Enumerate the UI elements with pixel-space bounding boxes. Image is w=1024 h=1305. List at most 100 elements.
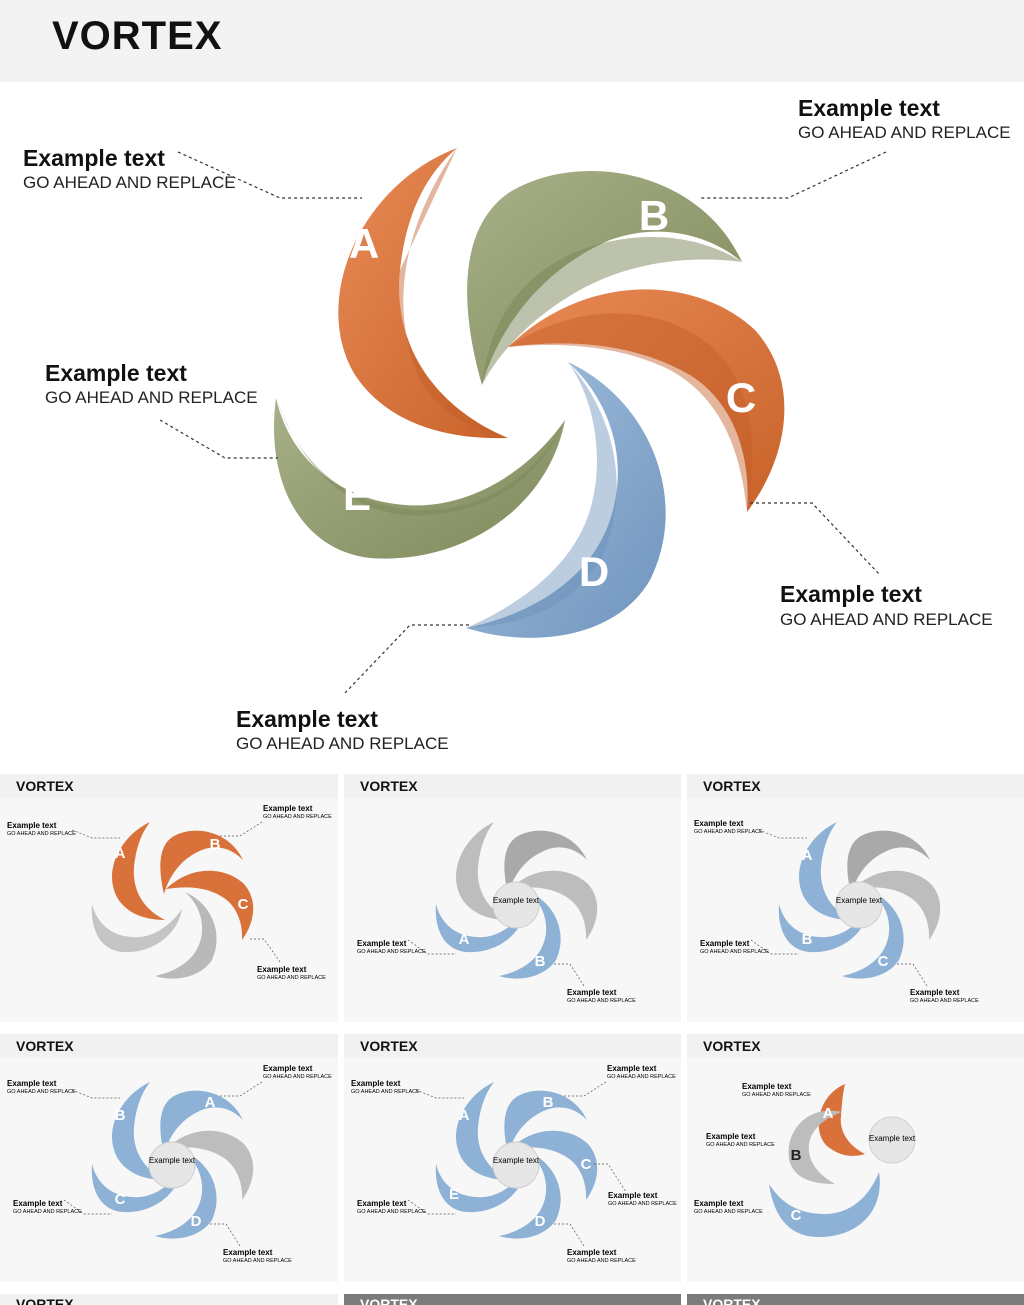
thumb-letter: C: [115, 1191, 126, 1208]
thumb-letter: A: [115, 845, 126, 862]
callout-sub: GO AHEAD AND REPLACE: [45, 388, 258, 407]
callout-sub: GO AHEAD AND REPLACE: [567, 1258, 636, 1264]
thumb-letter: D: [191, 1213, 202, 1230]
callout-top-right: Example text GO AHEAD AND REPLACE: [798, 95, 1011, 142]
thumb-letter: B: [210, 836, 221, 853]
callout-middle-left: Example text GO AHEAD AND REPLACE: [45, 360, 258, 407]
thumb-letter: C: [878, 953, 889, 970]
callout-heading: Example text: [607, 1064, 657, 1073]
thumbnail-diagram: Example text A B Example text GO AHEAD A…: [357, 822, 636, 1004]
thumb-letter: B: [543, 1094, 554, 1111]
callout-sub: GO AHEAD AND REPLACE: [700, 949, 769, 955]
thumbnail-7[interactable]: VORTEX: [0, 1294, 338, 1305]
callout-sub: GO AHEAD AND REPLACE: [798, 123, 1011, 142]
thumbnail-header: VORTEX: [687, 774, 1024, 798]
thumb-letter: A: [459, 931, 470, 948]
thumbnail-2[interactable]: VORTEX Example text A B Example text GO …: [344, 774, 681, 1022]
callout-heading: Example text: [742, 1082, 792, 1091]
thumbnail-header: VORTEX: [687, 1034, 1024, 1058]
callout-heading: Example text: [694, 1199, 744, 1208]
thumb-letter: B: [115, 1107, 126, 1124]
callout-sub: GO AHEAD AND REPLACE: [257, 975, 326, 981]
center-label: Example text: [149, 1156, 196, 1165]
callout-sub: GO AHEAD AND REPLACE: [223, 1258, 292, 1264]
callout-heading: Example text: [351, 1079, 401, 1088]
center-label: Example text: [493, 1156, 540, 1165]
hero-header: VORTEX: [0, 0, 1024, 82]
thumbnail-title: VORTEX: [703, 1296, 761, 1305]
thumbnail-4[interactable]: VORTEX Example text A B C D Example text…: [0, 1034, 338, 1282]
callout-bottom-center: Example text GO AHEAD AND REPLACE: [236, 706, 449, 753]
thumb-letter: B: [802, 931, 813, 948]
callout-heading: Example text: [798, 95, 940, 121]
callout-heading: Example text: [357, 939, 407, 948]
thumb-letter: C: [238, 896, 249, 913]
segment-a: A: [338, 148, 508, 439]
callout-sub: GO AHEAD AND REPLACE: [706, 1142, 775, 1148]
thumb-letter: B: [535, 953, 546, 970]
thumbnail-header: VORTEX: [687, 1294, 1024, 1305]
segment-e: E: [274, 398, 565, 559]
segment-letter-b: B: [639, 192, 669, 239]
callout-heading: Example text: [236, 706, 378, 732]
callout-heading: Example text: [23, 145, 165, 171]
center-label: Example text: [869, 1134, 916, 1143]
callout-heading: Example text: [706, 1132, 756, 1141]
segment-letter-a: A: [349, 220, 379, 267]
callout-heading: Example text: [257, 965, 307, 974]
thumbnail-title: VORTEX: [703, 778, 761, 794]
thumbnail-3[interactable]: VORTEX Example text A B C Example text G…: [687, 774, 1024, 1022]
callout-heading: Example text: [608, 1191, 658, 1200]
callout-heading: Example text: [567, 1248, 617, 1257]
thumbnail-8[interactable]: VORTEX: [344, 1294, 681, 1305]
callout-sub: GO AHEAD AND REPLACE: [694, 829, 763, 835]
callout-sub: GO AHEAD AND REPLACE: [23, 173, 236, 192]
callout-top-left: Example text GO AHEAD AND REPLACE: [23, 145, 236, 192]
thumb-letter: A: [823, 1105, 834, 1122]
thumbnail-diagram: Example text A B C Example text GO AHEAD…: [694, 1082, 916, 1238]
callout-sub: GO AHEAD AND REPLACE: [742, 1092, 811, 1098]
thumbnail-header: VORTEX: [344, 1294, 681, 1305]
callout-sub: GO AHEAD AND REPLACE: [608, 1201, 677, 1207]
thumb-letter: B: [791, 1147, 802, 1164]
callout-sub: GO AHEAD AND REPLACE: [910, 998, 979, 1004]
thumb-letter: A: [802, 847, 813, 864]
thumbnail-6[interactable]: VORTEX Example text A B C Example text G…: [687, 1034, 1024, 1282]
callout-sub: GO AHEAD AND REPLACE: [694, 1209, 763, 1215]
thumb-letter: D: [535, 1213, 546, 1230]
thumbnail-title: VORTEX: [360, 778, 418, 794]
callout-sub: GO AHEAD AND REPLACE: [236, 734, 449, 753]
callout-sub: GO AHEAD AND REPLACE: [357, 949, 426, 955]
callout-heading: Example text: [700, 939, 750, 948]
connector-lines: [159, 151, 887, 694]
callout-heading: Example text: [13, 1199, 63, 1208]
thumbnail-header: VORTEX: [0, 1294, 338, 1305]
callout-heading: Example text: [263, 804, 313, 813]
thumbnail-title: VORTEX: [16, 778, 74, 794]
callout-sub: GO AHEAD AND REPLACE: [13, 1209, 82, 1215]
hero-diagram-area: A B C D E: [0, 82, 1024, 766]
thumbnail-header: VORTEX: [344, 1034, 681, 1058]
thumbnail-title: VORTEX: [360, 1296, 418, 1305]
callout-heading: Example text: [7, 1079, 57, 1088]
segment-letter-c: C: [726, 374, 756, 421]
thumbnail-diagram: Example text A B C D E Example text GO A…: [351, 1064, 677, 1264]
thumb-letter: E: [449, 1186, 459, 1203]
thumbnail-9[interactable]: VORTEX: [687, 1294, 1024, 1305]
center-label: Example text: [493, 896, 540, 905]
thumbnail-title: VORTEX: [16, 1038, 74, 1054]
callout-bottom-right: Example text GO AHEAD AND REPLACE: [780, 581, 993, 629]
segment-b: B: [467, 171, 742, 385]
vortex-diagram: A B C D E: [23, 95, 1011, 753]
thumb-letter: A: [459, 1107, 470, 1124]
segment-c: C: [508, 289, 785, 512]
callout-heading: Example text: [45, 360, 187, 386]
callout-sub: GO AHEAD AND REPLACE: [7, 831, 76, 837]
thumbnail-diagram: A B C Example text GO AHEAD AND REPLACE …: [7, 804, 332, 981]
callout-sub: GO AHEAD AND REPLACE: [567, 998, 636, 1004]
thumb-letter: C: [791, 1207, 802, 1224]
callout-sub: GO AHEAD AND REPLACE: [780, 610, 993, 629]
thumbnail-5[interactable]: VORTEX Example text A B C D E Example te…: [344, 1034, 681, 1282]
thumbnail-1[interactable]: VORTEX A B C Example text GO AHEAD AND R…: [0, 774, 338, 1022]
callout-sub: GO AHEAD AND REPLACE: [357, 1209, 426, 1215]
